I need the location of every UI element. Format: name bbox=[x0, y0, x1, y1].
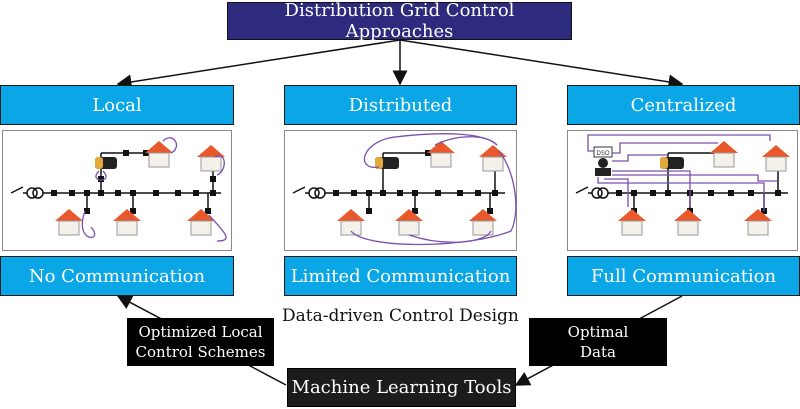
note-optimized-local-line2: Control Schemes bbox=[135, 343, 266, 361]
arrow-to-centralized bbox=[399, 39, 684, 90]
approach-centralized: Centralized bbox=[567, 85, 800, 125]
panel-local bbox=[2, 130, 232, 251]
note-optimized-local-line1: Optimized Local bbox=[138, 323, 263, 341]
dso-operator-icon: DSO bbox=[593, 146, 613, 176]
ml-tools-box: Machine Learning Tools bbox=[287, 368, 516, 407]
battery-icon bbox=[660, 157, 684, 169]
approach-distributed: Distributed bbox=[284, 85, 517, 125]
diagram-title: Distribution Grid Control Approaches bbox=[227, 0, 572, 42]
house-icon bbox=[55, 141, 225, 236]
house-icon bbox=[618, 141, 790, 236]
note-optimized-local: Optimized Local Control Schemes bbox=[127, 318, 274, 366]
centralized-grid-illustration: DSO bbox=[575, 134, 790, 236]
battery-icon bbox=[375, 157, 399, 169]
panel-centralized: DSO bbox=[567, 130, 798, 251]
note-optimal-data: Optimal Data bbox=[529, 318, 667, 366]
distributed-comm-links bbox=[350, 133, 517, 246]
note-optimal-data-line1: Optimal bbox=[567, 323, 629, 341]
comm-none: No Communication bbox=[0, 256, 234, 296]
note-optimal-data-line2: Data bbox=[580, 343, 616, 361]
arrow-to-local bbox=[116, 39, 401, 90]
panel-distributed bbox=[284, 130, 517, 251]
comm-limited: Limited Communication bbox=[284, 256, 517, 296]
battery-icon bbox=[95, 157, 117, 169]
house-icon bbox=[337, 141, 507, 236]
centralized-comm-links bbox=[587, 134, 778, 211]
approach-local: Local bbox=[0, 85, 234, 125]
dso-label: DSO bbox=[596, 151, 609, 157]
center-caption: Data-driven Control Design bbox=[282, 306, 519, 326]
comm-full: Full Communication bbox=[567, 256, 800, 296]
local-grid-illustration bbox=[10, 137, 227, 242]
local-comm-loops bbox=[81, 137, 227, 242]
distributed-grid-illustration bbox=[292, 133, 517, 246]
